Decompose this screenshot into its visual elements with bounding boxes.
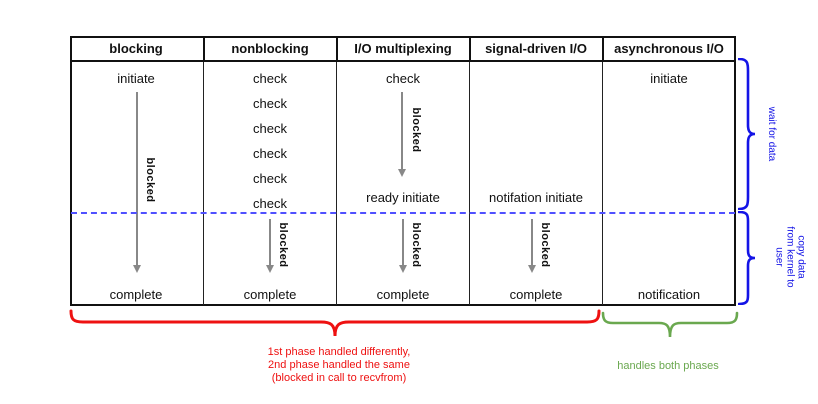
- blocking-blocked-label: blocked: [144, 157, 156, 203]
- down-arrow: [132, 92, 141, 273]
- down-arrow: [527, 219, 536, 273]
- wait-for-data-label: wait for data: [766, 106, 777, 162]
- down-arrow: [397, 92, 406, 177]
- down-arrow: [398, 219, 407, 273]
- wait-for-data-brace: [738, 58, 756, 210]
- header-signal-driven-io: signal-driven I/O: [485, 41, 587, 56]
- header-divider: [336, 37, 338, 61]
- first-phase-note: 1st phase handled differently, 2nd phase…: [267, 346, 411, 384]
- header-divider: [602, 37, 604, 61]
- iomux-blocked-label-1: blocked: [410, 107, 422, 153]
- iomux-check-label: check: [386, 71, 420, 86]
- header-io-multiplexing: I/O multiplexing: [354, 41, 452, 56]
- copy-data-brace: [738, 211, 756, 305]
- iomux-ready-initiate-label: ready initiate: [366, 190, 440, 205]
- nonblocking-check-label: check: [253, 71, 287, 86]
- header-bottom-border: [70, 60, 736, 62]
- async-column-brace: [601, 311, 739, 338]
- down-arrow: [265, 219, 274, 273]
- phase-divider-dashed-line: [71, 212, 735, 214]
- signal-notification-initiate-label: notifation initiate: [489, 190, 583, 205]
- column-divider: [602, 62, 603, 305]
- nonblocking-blocked-label: blocked: [277, 222, 289, 268]
- nonblocking-check-label: check: [253, 121, 287, 136]
- nonblocking-check-label: check: [253, 96, 287, 111]
- signal-blocked-label: blocked: [539, 222, 551, 268]
- handles-both-phases-note: handles both phases: [617, 360, 719, 372]
- header-divider: [469, 37, 471, 61]
- nonblocking-check-label: check: [253, 171, 287, 186]
- blocking-initiate-label: initiate: [117, 71, 155, 86]
- column-divider: [203, 62, 204, 305]
- column-divider: [469, 62, 470, 305]
- signal-complete-label: complete: [509, 287, 563, 302]
- async-notification-label: notification: [637, 287, 701, 302]
- nonblocking-complete-label: complete: [243, 287, 297, 302]
- column-divider: [336, 62, 337, 305]
- iomux-blocked-label-2: blocked: [410, 222, 422, 268]
- header-asynchronous-io: asynchronous I/O: [614, 41, 724, 56]
- nonblocking-check-label: check: [253, 196, 287, 211]
- first-four-columns-brace: [69, 309, 601, 337]
- blocking-complete-label: complete: [109, 287, 163, 302]
- async-initiate-label: initiate: [650, 71, 688, 86]
- iomux-complete-label: complete: [376, 287, 430, 302]
- header-nonblocking: nonblocking: [231, 41, 309, 56]
- header-blocking: blocking: [109, 41, 163, 56]
- copy-data-label: copy data from kernel to user: [773, 226, 807, 288]
- nonblocking-check-label: check: [253, 146, 287, 161]
- header-divider: [203, 37, 205, 61]
